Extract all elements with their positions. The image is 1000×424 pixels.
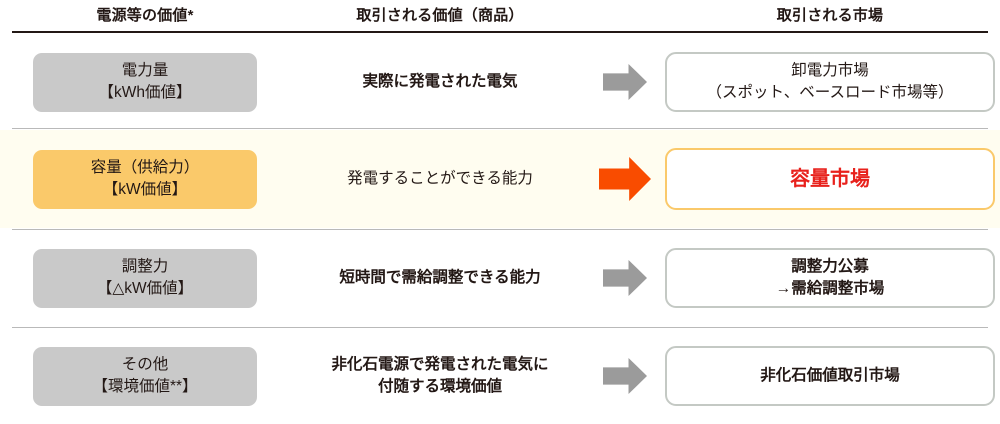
product-line1: 非化石電源で発電された電気に: [331, 355, 549, 373]
market-cell: 調整力公募 →需給調整市場: [660, 248, 1000, 308]
value-chip-line2: 【kW価値】: [102, 181, 188, 198]
value-cell: 電力量 【kWh価値】: [0, 52, 290, 112]
product-cell: 短時間で需給調整できる能力: [290, 267, 590, 289]
value-chip-line2: 【△kW価値】: [96, 280, 194, 297]
market-cell: 非化石価値取引市場: [660, 346, 1000, 406]
table-row: 調整力 【△kW価値】 短時間で需給調整できる能力 調整力公募 →需給調整市場: [0, 232, 1000, 324]
value-chip-line1: 容量（供給力）: [90, 158, 200, 176]
product-description-delta-kw: 短時間で需給調整できる能力: [339, 267, 540, 289]
market-box-wholesale: 卸電力市場 （スポット、ベースロード市場等）: [665, 52, 995, 112]
value-chip-kw: 容量（供給力） 【kW価値】: [33, 149, 257, 209]
market-line1: 卸電力市場: [791, 61, 869, 79]
column-header-product: 取引される価値（商品）: [356, 6, 524, 24]
arrow-right-icon: [603, 358, 647, 394]
row-divider-3: [12, 327, 988, 328]
value-chip-line1: その他: [121, 355, 169, 373]
column-header-value: 電源等の価値*: [96, 6, 194, 24]
value-chip-line1: 電力量: [121, 61, 169, 79]
value-chip-kwh: 電力量 【kWh価値】: [33, 52, 257, 112]
value-chip-other: その他 【環境価値**】: [33, 346, 257, 406]
market-box-non-fossil: 非化石価値取引市場: [665, 346, 995, 406]
arrow-cell: [590, 157, 660, 201]
product-description-kwh: 実際に発電された電気: [362, 71, 517, 93]
product-line2: 付随する環境価値: [377, 378, 502, 395]
value-chip-line2: 【環境価値**】: [92, 378, 198, 395]
market-line1: 調整力公募: [791, 257, 869, 275]
column-header-market: 取引される市場: [776, 6, 884, 24]
value-chip-delta-kw: 調整力 【△kW価値】: [33, 248, 257, 308]
arrow-right-icon-accent: [599, 157, 651, 201]
product-line1: 実際に発電された電気: [362, 72, 518, 90]
market-box-capacity: 容量市場: [665, 148, 995, 210]
header-divider-rule: [12, 31, 988, 33]
product-cell: 非化石電源で発電された電気に 付随する環境価値: [290, 354, 590, 399]
market-box-balancing: 調整力公募 →需給調整市場: [665, 248, 995, 308]
arrow-cell: [590, 358, 660, 394]
value-cell: 容量（供給力） 【kW価値】: [0, 149, 290, 209]
column-header-row: 電源等の価値* 取引される価値（商品） 取引される市場: [0, 0, 1000, 28]
arrow-cell: [590, 64, 660, 100]
table-row: 電力量 【kWh価値】 実際に発電された電気 卸電力市場 （スポット、ベースロー…: [0, 36, 1000, 128]
product-cell: 発電することができる能力: [290, 168, 590, 190]
value-chip-line2: 【kWh価値】: [98, 84, 192, 101]
market-line2: →需給調整市場: [775, 280, 885, 297]
market-line1: 容量市場: [790, 167, 870, 190]
market-cell: 容量市場: [660, 148, 1000, 210]
product-cell: 実際に発電された電気: [290, 71, 590, 93]
arrow-right-icon: [603, 260, 647, 296]
market-line2: （スポット、ベースロード市場等）: [706, 84, 954, 101]
arrow-cell: [590, 260, 660, 296]
row-divider-1: [12, 128, 988, 129]
market-cell: 卸電力市場 （スポット、ベースロード市場等）: [660, 52, 1000, 112]
table-row: その他 【環境価値**】 非化石電源で発電された電気に 付随する環境価値 非化石…: [0, 330, 1000, 422]
product-description-kw: 発電することができる能力: [347, 168, 533, 190]
value-cell: その他 【環境価値**】: [0, 346, 290, 406]
market-line1: 非化石価値取引市場: [760, 366, 900, 384]
row-divider-2: [12, 229, 988, 230]
value-chip-line1: 調整力: [121, 257, 169, 275]
product-description-other: 非化石電源で発電された電気に 付随する環境価値: [331, 354, 548, 399]
table-row-highlighted: 容量（供給力） 【kW価値】 発電することができる能力 容量市場: [0, 130, 1000, 228]
product-line1: 発電することができる能力: [347, 169, 533, 187]
product-line1: 短時間で需給調整できる能力: [339, 268, 541, 286]
value-cell: 調整力 【△kW価値】: [0, 248, 290, 308]
arrow-right-icon: [603, 64, 647, 100]
